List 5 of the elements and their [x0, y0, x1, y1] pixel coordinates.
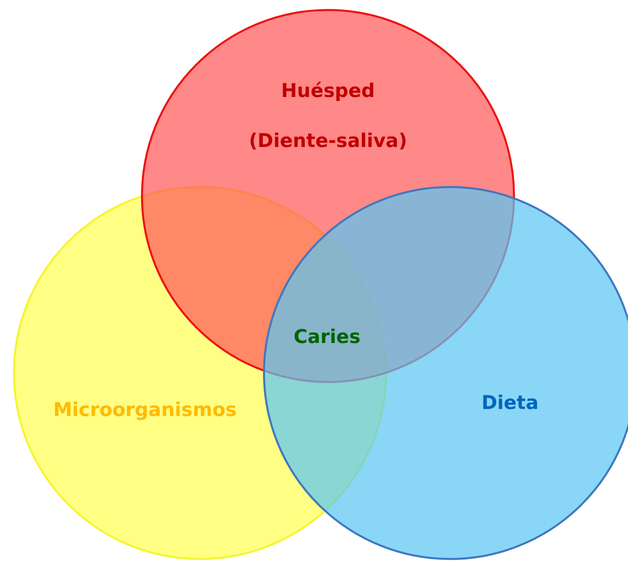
circle-label: Huésped	[281, 80, 375, 102]
circle-label: Microorganismos	[53, 399, 237, 421]
circle-label: (Diente-saliva)	[248, 130, 408, 152]
intersection-label: Caries	[294, 326, 360, 348]
circle-label: Dieta	[481, 392, 539, 414]
